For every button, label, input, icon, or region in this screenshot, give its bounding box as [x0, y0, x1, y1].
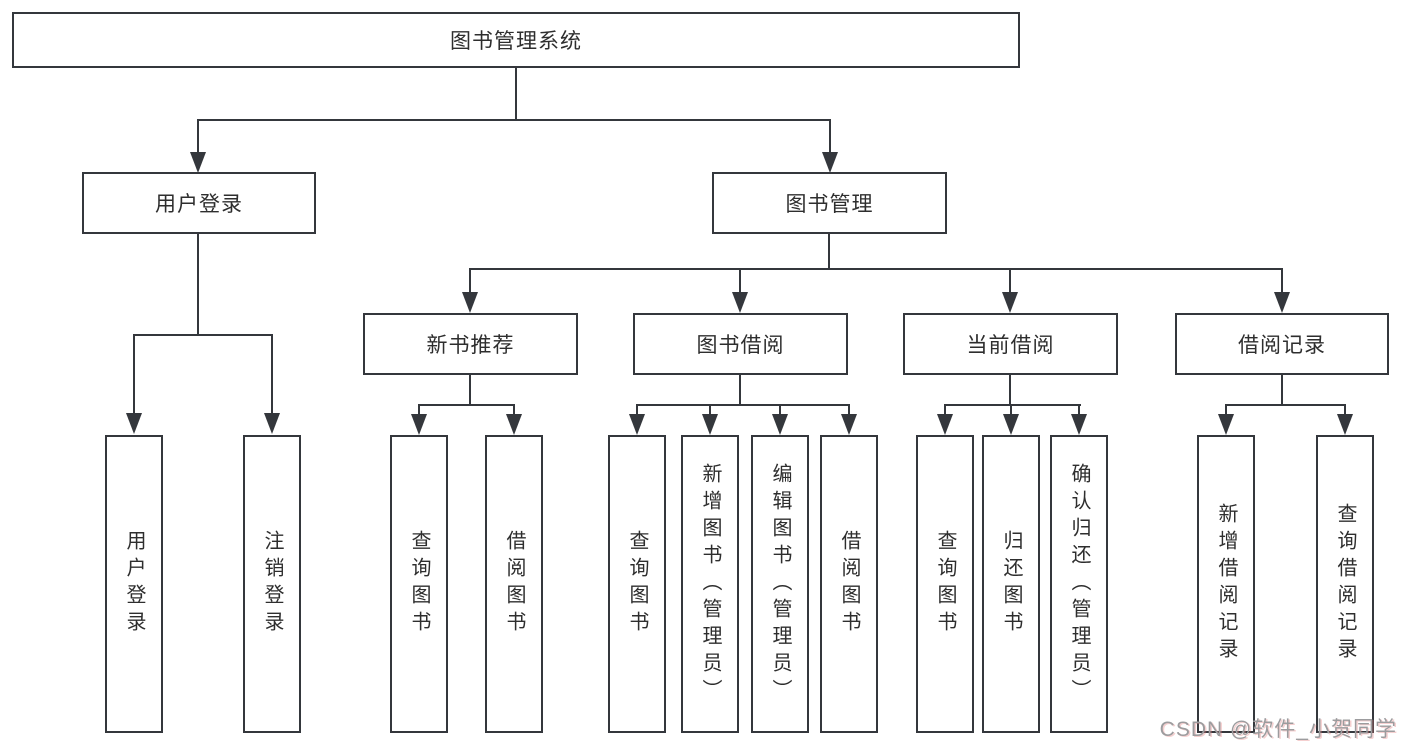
leaf-user-login-label: 用户登录: [123, 530, 145, 638]
arrowhead-nbr-c1: [411, 414, 427, 435]
connector-nbr-c2-stem: [513, 404, 515, 416]
connector-currentborrow-stem: [1009, 268, 1011, 294]
arrowhead-br-c2: [1337, 414, 1353, 435]
leaf-cb-confirm-return-admin-label: 确认归还（管理员）: [1068, 462, 1090, 706]
leaf-br-add-record-label: 新增借阅记录: [1215, 503, 1237, 665]
connector-records-stem: [1281, 268, 1283, 294]
arrowhead-bookmgmt: [822, 152, 838, 173]
leaf-logout-label: 注销登录: [261, 530, 283, 638]
connector-br-down: [1281, 375, 1283, 406]
leaf-cb-return-books: 归还图书: [982, 435, 1040, 733]
arrowhead-leaf-login: [126, 413, 142, 434]
node-borrow-records: 借阅记录: [1175, 313, 1389, 375]
arrowhead-cb-c1: [937, 414, 953, 435]
arrowhead-cb-c3: [1071, 414, 1087, 435]
connector-leaf-logout-stem: [271, 334, 273, 415]
node-book-borrow-label: 图书借阅: [696, 334, 785, 357]
leaf-nbr-borrow-books: 借阅图书: [485, 435, 543, 733]
connector-bb-down: [739, 375, 741, 406]
leaf-bb-borrow-books: 借阅图书: [820, 435, 878, 733]
arrowhead-userlogin: [190, 152, 206, 173]
leaf-br-add-record: 新增借阅记录: [1197, 435, 1255, 733]
node-library-system-label: 图书管理系统: [450, 30, 582, 53]
leaf-nbr-query-books: 查询图书: [390, 435, 448, 733]
arrowhead-br-c1: [1218, 414, 1234, 435]
arrowhead-records: [1274, 292, 1290, 313]
leaf-bb-edit-books-admin-label: 编辑图书（管理员）: [769, 462, 791, 706]
leaf-bb-borrow-books-label: 借阅图书: [838, 530, 860, 638]
arrowhead-bb-c2: [702, 414, 718, 435]
connector-br-c2-stem: [1344, 404, 1346, 416]
connector-bb-c2-stem: [709, 404, 711, 416]
leaf-bb-query-books: 查询图书: [608, 435, 666, 733]
node-new-book-recommend-label: 新书推荐: [426, 334, 515, 357]
connector-userlogin-stem: [197, 119, 199, 154]
connector-nbr-c1-stem: [418, 404, 420, 416]
connector-bb-c3-stem: [779, 404, 781, 416]
arrowhead-nbr-c2: [506, 414, 522, 435]
leaf-nbr-borrow-books-label: 借阅图书: [503, 530, 525, 638]
arrowhead-bb-c1: [629, 414, 645, 435]
leaf-bb-edit-books-admin: 编辑图书（管理员）: [751, 435, 809, 733]
connector-leaf-login-stem: [133, 334, 135, 415]
node-current-borrow: 当前借阅: [903, 313, 1118, 375]
connector-cb-bar: [944, 404, 1081, 406]
connector-cb-c3-stem: [1078, 404, 1080, 416]
csdn-watermark: CSDN @软件_小贺同学: [1159, 718, 1397, 741]
arrowhead-bb-c3: [772, 414, 788, 435]
connector-bb-c1-stem: [636, 404, 638, 416]
arrowhead-currentborrow: [1002, 292, 1018, 313]
leaf-bb-add-books-admin: 新增图书（管理员）: [681, 435, 739, 733]
node-borrow-records-label: 借阅记录: [1238, 334, 1326, 357]
connector-br-c1-stem: [1225, 404, 1227, 416]
connector-bookmgmt-stem: [829, 119, 831, 154]
connector-cb-c2-stem: [1010, 404, 1012, 416]
leaf-br-query-record-label: 查询借阅记录: [1334, 503, 1356, 665]
leaf-logout: 注销登录: [243, 435, 301, 733]
leaf-user-login: 用户登录: [105, 435, 163, 733]
connector-root-stem: [515, 68, 517, 119]
connector-userlogin-down: [197, 234, 199, 335]
leaf-bb-query-books-label: 查询图书: [626, 530, 648, 638]
connector-nbr-bar: [418, 404, 515, 406]
connector-bb-bar: [636, 404, 850, 406]
node-book-management: 图书管理: [712, 172, 947, 234]
leaf-cb-return-books-label: 归还图书: [1000, 530, 1022, 638]
leaf-cb-query-books-label: 查询图书: [934, 530, 956, 638]
connector-root-bar: [197, 119, 831, 121]
leaf-nbr-query-books-label: 查询图书: [408, 530, 430, 638]
leaf-cb-confirm-return-admin: 确认归还（管理员）: [1050, 435, 1108, 733]
leaf-cb-query-books: 查询图书: [916, 435, 974, 733]
arrowhead-newbook: [462, 292, 478, 313]
connector-bb-c4-stem: [848, 404, 850, 416]
leaf-br-query-record: 查询借阅记录: [1316, 435, 1374, 733]
connector-bookmgmt-bar: [469, 268, 1283, 270]
leaf-bb-add-books-admin-label: 新增图书（管理员）: [699, 462, 721, 706]
node-new-book-recommend: 新书推荐: [363, 313, 578, 375]
connector-cb-c1-stem: [944, 404, 946, 416]
node-current-borrow-label: 当前借阅: [966, 334, 1055, 357]
node-user-login-label: 用户登录: [155, 193, 243, 216]
connector-cb-down: [1009, 375, 1011, 406]
connector-nbr-down: [469, 375, 471, 406]
connector-bookmgmt-down: [828, 234, 830, 270]
node-book-management-label: 图书管理: [785, 193, 874, 216]
arrowhead-bookborrow: [732, 292, 748, 313]
node-user-login: 用户登录: [82, 172, 316, 234]
node-book-borrow: 图书借阅: [633, 313, 848, 375]
connector-bookborrow-stem: [739, 268, 741, 294]
arrowhead-cb-c2: [1003, 414, 1019, 435]
node-library-system: 图书管理系统: [12, 12, 1020, 68]
arrowhead-leaf-logout: [264, 413, 280, 434]
connector-br-bar: [1225, 404, 1346, 406]
connector-newbook-stem: [469, 268, 471, 294]
arrowhead-bb-c4: [841, 414, 857, 435]
connector-userlogin-bar: [133, 334, 273, 336]
